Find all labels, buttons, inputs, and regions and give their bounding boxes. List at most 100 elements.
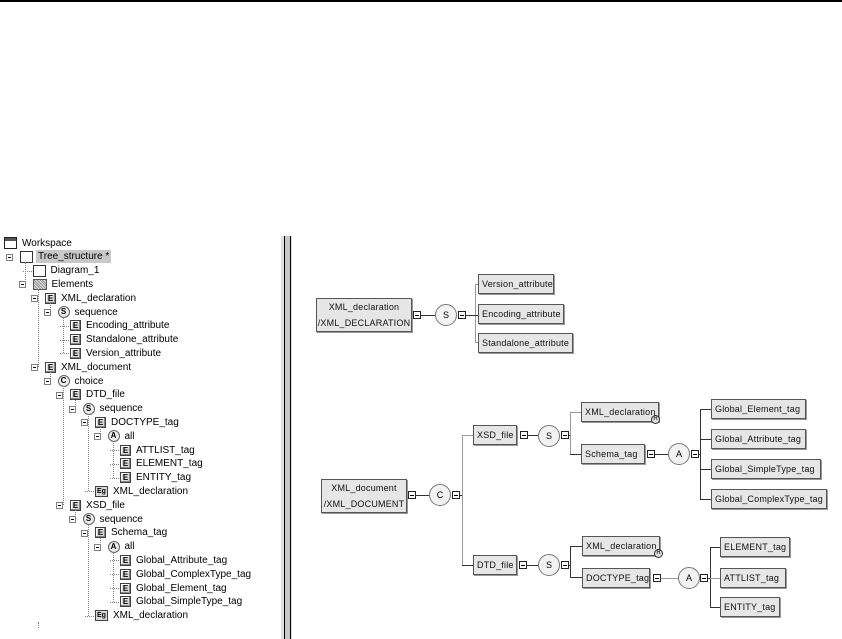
tree-item-label: Global_ComplexType_tag [136,568,252,580]
tree-item-label: sequence [99,403,143,415]
element-ref-icon: Eg [95,485,108,497]
collapse-toggle[interactable] [452,491,460,499]
diagram-node-dtd-file[interactable]: DTD_file [473,555,517,575]
sequence-compositor[interactable]: S [538,425,560,447]
element-icon: E [120,582,131,594]
all-compositor[interactable]: A [668,443,690,465]
collapse-toggle[interactable] [68,405,76,413]
tree-item-label: Standalone_attribute [86,334,179,346]
diagram-canvas: XML_declaration /XML_DECLARATION S Versi… [292,236,842,639]
collapse-toggle[interactable] [691,450,699,458]
tree-connector [75,399,76,409]
workspace-icon [4,237,17,249]
collapse-toggle[interactable] [413,311,421,319]
tree-item[interactable]: Workspace [4,236,74,250]
diagram-node-doctype-tag[interactable]: DOCTYPE_tag [582,568,650,588]
collapse-toggle[interactable] [81,419,88,427]
collapse-toggle[interactable] [700,574,708,582]
tree-item[interactable]: E ELEMENT_tag [120,457,205,471]
tree-item[interactable]: Diagram_1 [32,264,102,278]
diagram-node-global-simpletype-tag[interactable]: Global_SimpleType_tag [711,459,821,479]
tree-item-label: ELEMENT_tag [136,458,203,470]
tree-item-label: XML_declaration [113,610,189,622]
sequence-compositor[interactable]: S [435,304,457,326]
collapse-toggle[interactable] [31,364,38,372]
tree-item[interactable]: Elements [32,277,96,291]
element-icon: E [120,458,131,470]
collapse-toggle[interactable] [43,378,51,385]
top-border [0,0,842,2]
diagram-node-schema-tag[interactable]: Schema_tag [581,444,645,464]
sequence-compositor[interactable]: S [538,554,560,576]
tree-item-label: ATTLIST_tag [136,444,195,456]
collapse-toggle[interactable] [68,516,76,523]
diagram-node-attlist-tag[interactable]: ATTLIST_tag [720,568,786,588]
diagram-node-xml-declaration[interactable]: XML_declaration /XML_DECLARATION [316,298,412,332]
collapse-toggle[interactable] [56,502,63,510]
collapse-toggle[interactable] [561,431,569,439]
collapse-toggle[interactable] [81,529,88,537]
diagram-node-version-attribute[interactable]: Version_attribute [478,274,554,294]
diagram-node-xsd-xml-declaration-ref[interactable]: XML_declaration [581,402,659,422]
pane-splitter[interactable] [281,236,292,639]
all-compositor[interactable]: A [678,567,700,589]
collapse-toggle[interactable] [93,543,101,551]
collapse-toggle[interactable] [408,491,416,499]
collapse-toggle[interactable] [18,281,26,289]
tree-item[interactable]: Tree_structure * [20,250,112,264]
diagram-node-entity-tag[interactable]: ENTITY_tag [720,597,780,617]
diagram-node-xml-document[interactable]: XML_document /XML_DOCUMENT [321,479,407,513]
collapse-toggle[interactable] [653,574,661,582]
element-icon: E [45,361,56,373]
collapse-toggle[interactable] [43,309,51,316]
tree-item-label: Schema_tag [111,527,168,539]
collapse-toggle[interactable] [561,561,569,569]
diagram-node-global-complextype-tag[interactable]: Global_ComplexType_tag [711,489,827,509]
diagram-node-element-tag[interactable]: ELEMENT_tag [720,537,790,557]
diagram-node-standalone-attribute[interactable]: Standalone_attribute [478,333,573,353]
tree-connector [75,510,76,519]
tree-item-label: DTD_file [86,389,125,401]
tree-item[interactable]: Eg XML_declaration [95,609,190,623]
element-ref-icon: Eg [95,610,108,622]
collapse-toggle[interactable] [647,450,655,458]
collapse-toggle[interactable] [519,561,527,569]
collapse-toggle[interactable] [458,311,466,319]
collapse-toggle[interactable] [93,433,101,441]
collapse-toggle[interactable] [31,295,38,303]
collapse-toggle[interactable] [56,391,63,399]
collapse-toggle[interactable] [6,253,13,261]
diagram-node-xsd-file[interactable]: XSD_file [473,425,517,445]
diagram-node-dtd-xml-declaration-ref[interactable]: XML_declaration [582,536,660,556]
node-tag: /XML_DOCUMENT [323,499,405,509]
diagram-node-global-attribute-tag[interactable]: Global_Attribute_tag [711,429,806,449]
diagram-node-global-element-tag[interactable]: Global_Element_tag [711,399,806,419]
choice-compositor[interactable]: C [429,484,451,506]
diagram-node-encoding-attribute[interactable]: Encoding_attribute [478,304,564,324]
tree-item-label: all [124,541,135,553]
collapse-toggle[interactable] [520,431,528,439]
tree-item-label: ENTITY_tag [136,472,192,484]
